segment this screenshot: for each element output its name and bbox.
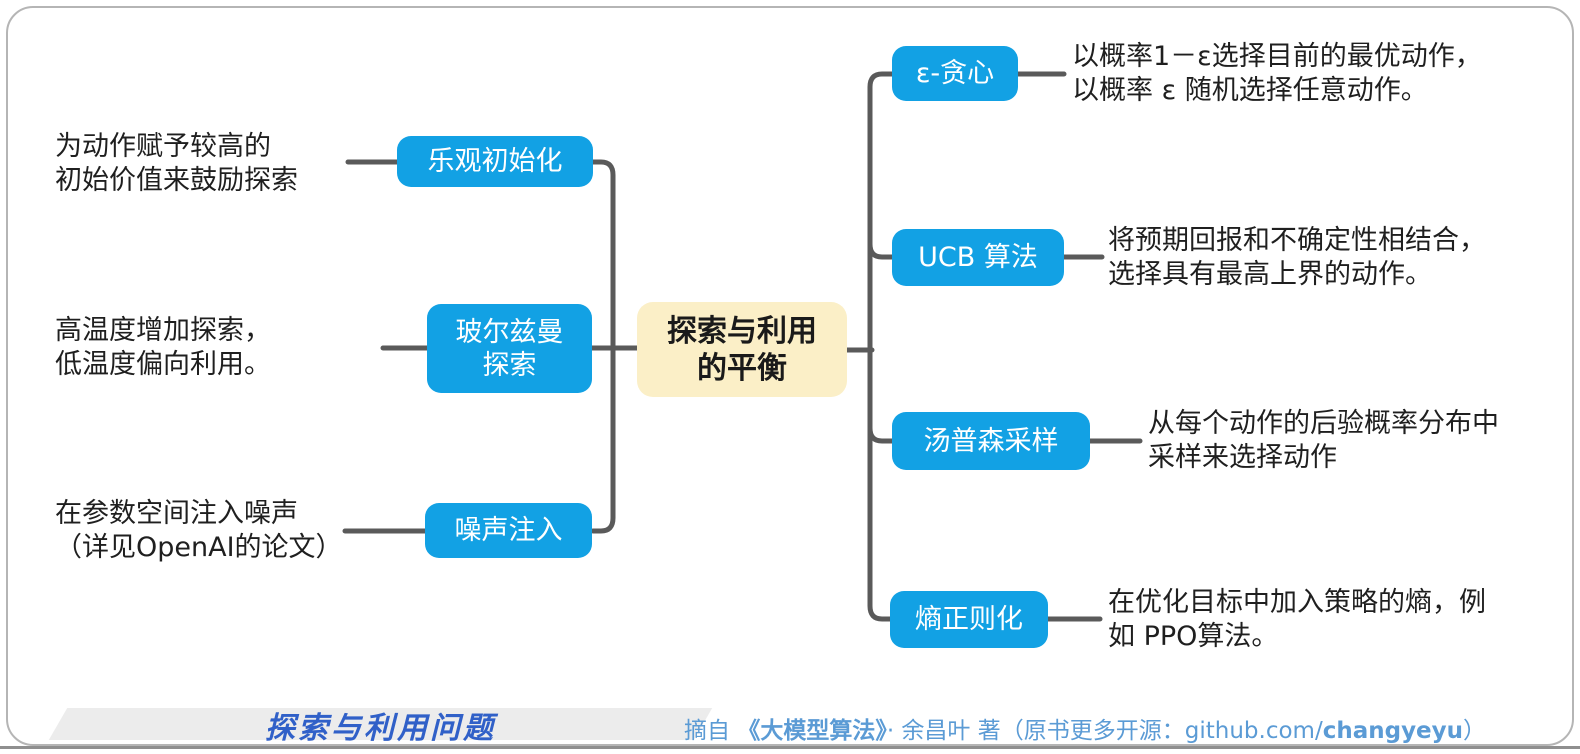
attribution-book-title: 《大模型算法》 [737,718,887,744]
node-epsilon-greedy: ε-贪心 [892,46,1018,101]
node-label: 熵正则化 [915,604,1023,635]
desc-line: 以概率 ε 随机选择任意动作。 [1072,75,1428,106]
node-label: 玻尔兹曼 [455,316,564,348]
desc-line: 在参数空间注入噪声 [55,498,298,529]
footer-title: 探索与利用问题 [265,711,496,746]
node-optimistic-init: 乐观初始化 [397,136,593,187]
node-boltzmann-exploration: 玻尔兹曼 探索 [427,304,592,393]
connector-right-branch-ucb [867,241,895,260]
bottom-divider-line [0,746,1580,749]
attribution-suffix: ） [1463,718,1487,744]
node-label: 探索 [482,349,537,381]
desc-entropy-regularization: 在优化目标中加入策略的熵，例 如 PPO算法。 [1108,586,1486,654]
desc-optimistic-init: 为动作赋予较高的 初始价值来鼓励探索 [55,130,298,198]
desc-thompson-sampling: 从每个动作的后验概率分布中 采样来选择动作 [1148,407,1499,475]
desc-line: 将预期回报和不确定性相结合， [1108,225,1486,256]
attribution-text: 摘自 《大模型算法》· 余昌叶 著（原书更多开源：github.com/chan… [684,711,1486,745]
node-entropy-regularization: 熵正则化 [890,591,1048,648]
desc-boltzmann: 高温度增加探索， 低温度偏向利用。 [55,314,271,382]
attribution-author: · 余昌叶 著（原书更多开源：github.com/ [886,718,1323,744]
desc-line: （详见OpenAI的论文） [55,532,343,563]
node-label: UCB 算法 [918,242,1038,273]
desc-ucb-algorithm: 将预期回报和不确定性相结合， 选择具有最高上界的动作。 [1108,224,1486,292]
root-label-line: 探索与利用 [667,313,817,349]
desc-line: 为动作赋予较高的 [55,131,271,162]
desc-line: 在优化目标中加入策略的熵，例 [1108,587,1486,618]
node-ucb-algorithm: UCB 算法 [892,229,1064,286]
attribution-prefix: 摘自 [684,718,738,744]
desc-line: 低温度偏向利用。 [55,349,271,380]
node-root-exploration-exploitation-balance: 探索与利用 的平衡 [637,302,847,397]
desc-line: 高温度增加探索， [55,315,271,346]
node-label: 汤普森采样 [923,425,1059,457]
node-label: 噪声注入 [454,515,563,546]
desc-line: 以概率1－ε选择目前的最优动作， [1072,41,1482,72]
connector-right-branch-thompson [867,425,895,444]
desc-line: 从每个动作的后验概率分布中 [1148,408,1499,439]
desc-line: 如 PPO算法。 [1108,621,1279,652]
connector-right-trunk [867,71,895,622]
node-noise-injection: 噪声注入 [425,503,592,558]
node-thompson-sampling: 汤普森采样 [892,412,1090,470]
attribution-github-handle: changyeyu [1322,718,1464,744]
node-label: ε-贪心 [915,58,995,89]
desc-noise-injection: 在参数空间注入噪声 （详见OpenAI的论文） [55,497,343,565]
desc-line: 初始价值来鼓励探索 [55,165,298,196]
desc-epsilon-greedy: 以概率1－ε选择目前的最优动作， 以概率 ε 随机选择任意动作。 [1072,40,1482,108]
desc-line: 选择具有最高上界的动作。 [1108,259,1432,290]
root-label-line: 的平衡 [697,350,787,386]
desc-line: 采样来选择动作 [1148,442,1337,473]
node-label: 乐观初始化 [427,146,563,177]
